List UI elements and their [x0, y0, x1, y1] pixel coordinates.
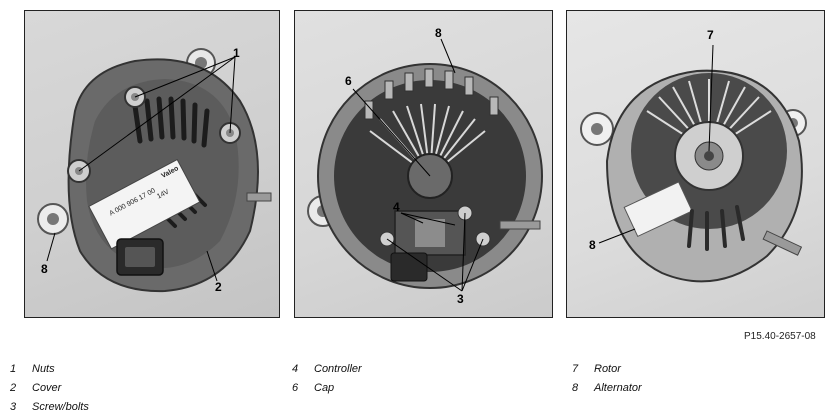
callout-cover: 2 [215, 280, 222, 294]
callout-controller: 4 [393, 200, 400, 214]
callout-alternator: 8 [435, 26, 442, 40]
callout-screw-bolts: 3 [457, 292, 464, 306]
callout-cap: 6 [345, 74, 352, 88]
callout-nuts: 1 [233, 46, 240, 60]
photo-panel-rotor-view: 7 8 [566, 10, 825, 318]
callout-alternator: 8 [589, 238, 596, 252]
alternator-rotor-illustration [580, 44, 807, 283]
alternator-cover-illustration [37, 48, 272, 293]
callout-rotor: 7 [707, 28, 714, 42]
figure-reference-code: P15.40-2657-08 [744, 331, 816, 342]
alternator-cap-removed-illustration [307, 38, 543, 292]
photo-panel-cap-removed-view: 6 8 4 3 [294, 10, 553, 318]
callout-alternator: 8 [41, 262, 48, 276]
photo-panel-cover-view: 1 2 8 Valeo A 000 906 17 00 14V [24, 10, 280, 318]
